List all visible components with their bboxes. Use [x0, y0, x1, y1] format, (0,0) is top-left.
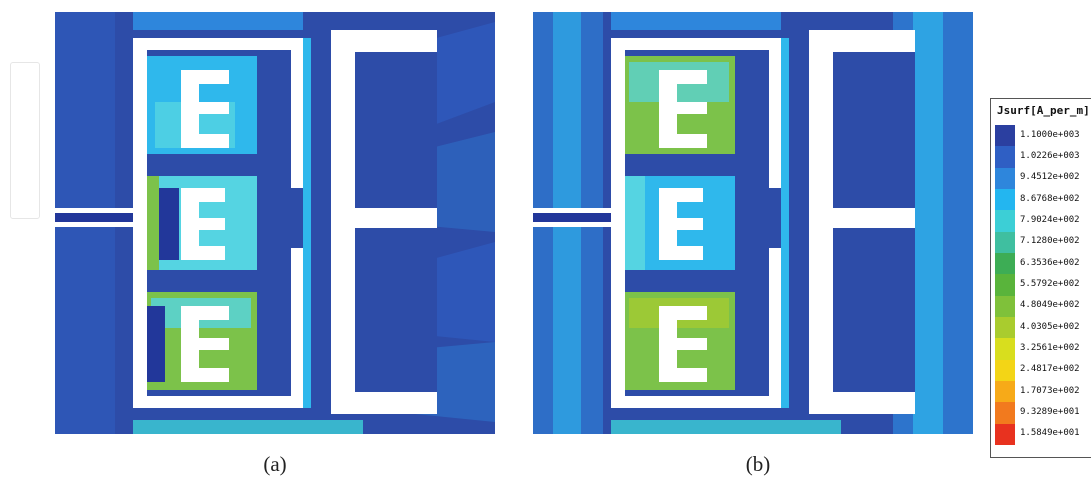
legend-swatch: [995, 146, 1015, 169]
legend-label: 6.3536e+002: [1020, 257, 1080, 268]
legend-swatch: [995, 231, 1015, 254]
legend-swatch: [995, 423, 1015, 446]
current-distribution-panel-b: [533, 12, 973, 434]
legend-swatch: [995, 274, 1015, 297]
legend-swatch: [995, 125, 1015, 147]
legend-swatch: [995, 210, 1015, 233]
legend-swatch: [995, 359, 1015, 382]
legend-title: Jsurf[A_per_m]: [997, 104, 1090, 117]
legend-swatch: [995, 317, 1015, 339]
current-distribution-panel-a: [55, 12, 495, 434]
legend-swatch: [995, 189, 1015, 211]
legend-color-bar: [995, 125, 1015, 446]
legend-label: 7.1280e+002: [1020, 236, 1080, 247]
legend-swatch: [995, 167, 1015, 190]
faint-outline-box: [10, 62, 40, 219]
legend-label: 7.9024e+002: [1020, 215, 1080, 225]
caption-b: (b): [745, 452, 771, 476]
legend-swatch: [995, 253, 1015, 275]
legend-label: 4.8049e+002: [1020, 300, 1080, 311]
legend-label: 8.6768e+002: [1020, 193, 1080, 204]
legend-swatch: [995, 295, 1015, 318]
legend-labels: 1.1000e+003 1.0226e+003 9.4512e+002 8.6768e…: [1020, 125, 1091, 445]
color-legend: Jsurf[A_per_m] 1.1000e+003 1.0226e+003 9.4…: [990, 98, 1091, 458]
antenna-surface-current-map-b: [533, 12, 973, 434]
caption-a: (a): [263, 452, 287, 476]
legend-swatch: [995, 338, 1015, 361]
legend-label: 1.7073e+002: [1020, 385, 1080, 396]
legend-label: 4.0305e+002: [1020, 321, 1080, 332]
legend-label: 1.5849e+001: [1020, 428, 1080, 439]
legend-label: 9.3289e+001: [1020, 407, 1080, 417]
legend-label: 1.1000e+003: [1020, 129, 1080, 140]
legend-label: 5.5792e+002: [1020, 279, 1080, 289]
legend-swatch: [995, 381, 1015, 403]
legend-label: 1.0226e+003: [1020, 151, 1080, 161]
legend-label: 9.4512e+002: [1020, 172, 1080, 183]
legend-label: 2.4817e+002: [1020, 364, 1080, 375]
legend-swatch: [995, 402, 1015, 425]
antenna-surface-current-map-a: [55, 12, 495, 434]
legend-label: 3.2561e+002: [1020, 343, 1080, 353]
